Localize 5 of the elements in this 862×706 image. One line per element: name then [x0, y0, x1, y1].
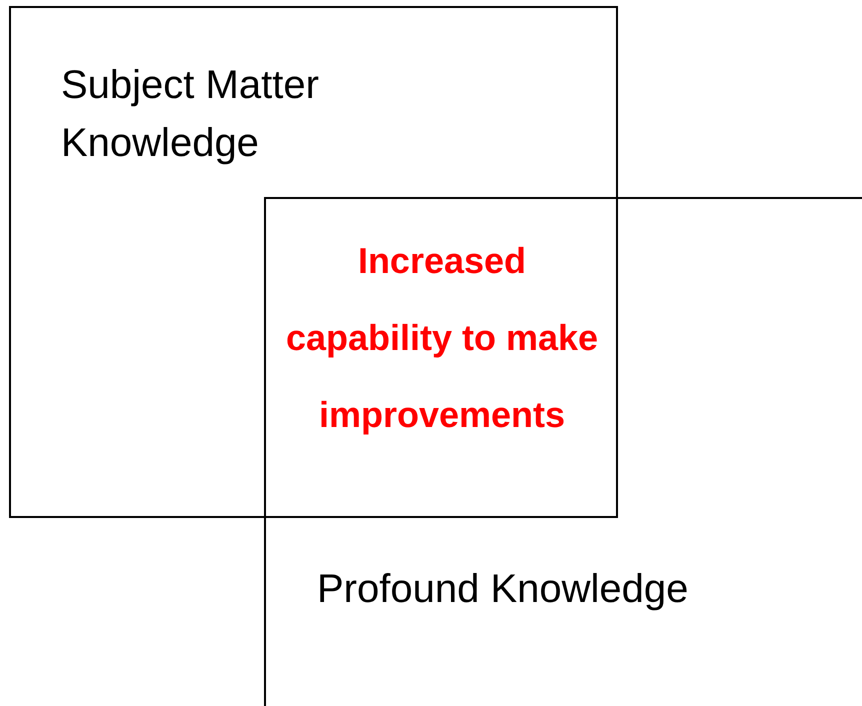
box-title: Profound Knowledge [317, 566, 690, 613]
box-title: Subject Matter Knowledge [61, 62, 320, 167]
knowledge-box [9, 6, 618, 518]
overlap-label: Increased capability to make improvements [284, 239, 600, 437]
knowledge-box [264, 197, 862, 706]
